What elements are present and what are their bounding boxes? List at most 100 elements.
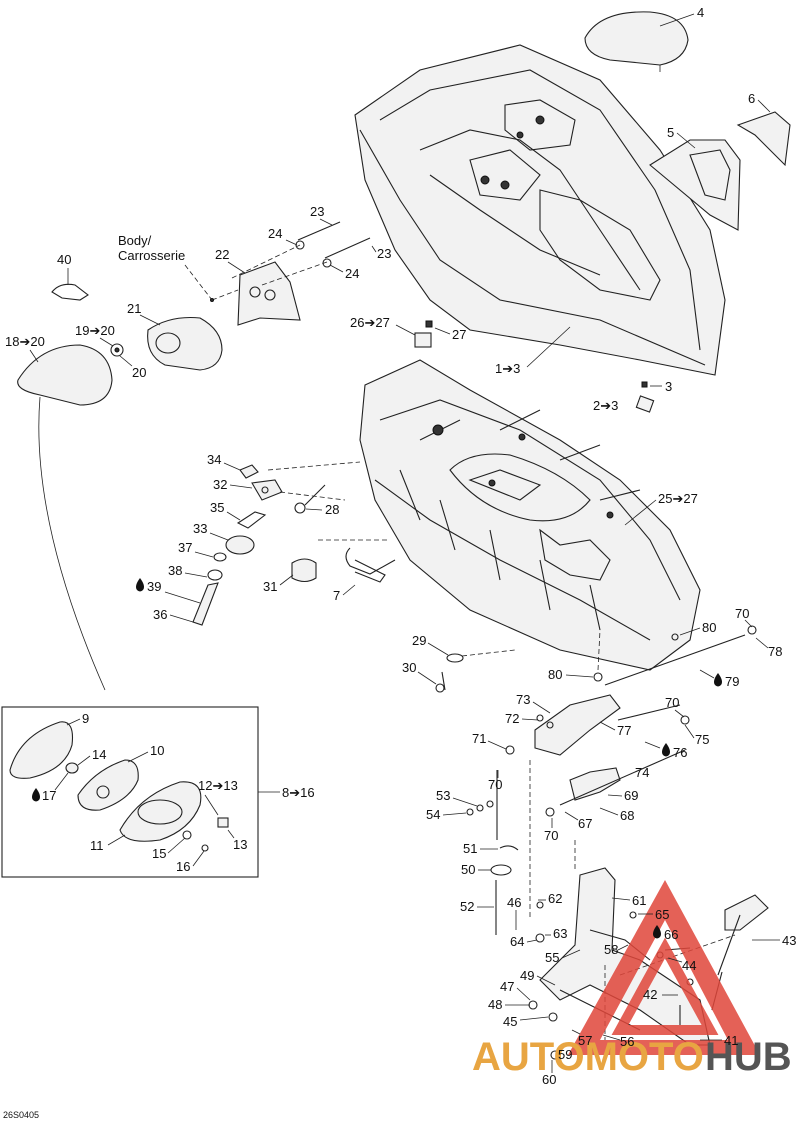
label-51: 51 [463, 841, 477, 856]
label-21: 21 [127, 301, 141, 316]
oil-drop-icon [32, 788, 40, 802]
label-44: 44 [682, 958, 696, 973]
bolt-parts-29-30 [435, 649, 516, 693]
body-label-line1: Body/ [118, 233, 152, 248]
label-16: 16 [176, 859, 190, 874]
label-70b: 70 [665, 695, 679, 710]
label-67: 67 [578, 816, 592, 831]
label-54: 54 [426, 807, 440, 822]
label-32: 32 [213, 477, 227, 492]
label-76: 76 [673, 745, 687, 760]
label-12-13: 12➔13 [198, 778, 238, 793]
label-77: 77 [617, 723, 631, 738]
label-1-3: 1➔3 [495, 361, 520, 376]
label-63: 63 [553, 926, 567, 941]
nut-part-26 [414, 320, 433, 348]
label-17: 17 [42, 788, 56, 803]
label-13: 13 [233, 837, 247, 852]
oil-drop-icon [714, 673, 722, 687]
cover-part-4 [584, 11, 689, 72]
part-number-labels: 1➔3 2➔3 3 4 5 6 7 8➔16 9 10 11 12➔13 13 … [5, 5, 796, 1087]
label-52: 52 [460, 899, 474, 914]
label-28: 28 [325, 502, 339, 517]
label-11: 11 [90, 838, 104, 853]
nut-part-2-3 [635, 381, 655, 413]
label-56: 56 [620, 1034, 634, 1049]
label-75: 75 [695, 732, 709, 747]
label-22: 22 [215, 247, 229, 262]
label-64: 64 [510, 934, 524, 949]
label-23b: 23 [377, 246, 391, 261]
label-80a: 80 [702, 620, 716, 635]
label-25-27: 25➔27 [658, 491, 698, 506]
watermark-logo [568, 880, 760, 1055]
label-50: 50 [461, 862, 475, 877]
body-cover-part [354, 44, 726, 376]
label-27: 27 [452, 327, 466, 342]
label-38: 38 [168, 563, 182, 578]
label-5: 5 [667, 125, 674, 140]
storage-bin-structure [359, 359, 701, 671]
label-73: 73 [516, 692, 530, 707]
label-14: 14 [92, 747, 106, 762]
label-65: 65 [655, 907, 669, 922]
mirror-assembly-left [17, 221, 371, 691]
label-3: 3 [665, 379, 672, 394]
label-48: 48 [488, 997, 502, 1012]
label-70a: 70 [735, 606, 749, 621]
label-53: 53 [436, 788, 450, 803]
label-49: 49 [520, 968, 534, 983]
trim-part-6 [736, 111, 791, 167]
label-62: 62 [548, 891, 562, 906]
label-70d: 70 [544, 828, 558, 843]
label-47: 47 [500, 979, 514, 994]
label-24b: 24 [345, 266, 359, 281]
label-23a: 23 [310, 204, 324, 219]
label-66: 66 [664, 927, 678, 942]
label-10: 10 [150, 743, 164, 758]
label-30: 30 [402, 660, 416, 675]
label-80b: 80 [548, 667, 562, 682]
label-19-20: 19➔20 [75, 323, 115, 338]
label-39: 39 [147, 579, 161, 594]
label-8-16: 8➔16 [282, 785, 315, 800]
oil-drop-icon [136, 578, 144, 592]
label-29: 29 [412, 633, 426, 648]
oil-drop-icon [653, 925, 661, 939]
label-68: 68 [620, 808, 634, 823]
label-7: 7 [333, 588, 340, 603]
label-69: 69 [624, 788, 638, 803]
label-18-20: 18➔20 [5, 334, 45, 349]
label-59: 59 [558, 1047, 572, 1062]
inset-mirror-assembly [1, 706, 280, 878]
oil-drop-icon [662, 743, 670, 757]
label-58: 58 [604, 942, 618, 957]
label-26-27: 26➔27 [350, 315, 390, 330]
label-4: 4 [697, 5, 704, 20]
label-9: 9 [82, 711, 89, 726]
label-2-3: 2➔3 [593, 398, 618, 413]
label-70c: 70 [488, 777, 502, 792]
label-36: 36 [153, 607, 167, 622]
label-40: 40 [57, 252, 71, 267]
label-31: 31 [263, 579, 277, 594]
watermark-text-part1: AUTOMOTO [472, 1035, 704, 1079]
label-57: 57 [578, 1033, 592, 1048]
label-61: 61 [632, 893, 646, 908]
label-72: 72 [505, 711, 519, 726]
trim-part-5 [649, 139, 741, 231]
label-60: 60 [542, 1072, 556, 1087]
body-label-line2: Carrosserie [118, 248, 185, 263]
label-37: 37 [178, 540, 192, 555]
label-20: 20 [132, 365, 146, 380]
latch-assembly-parts [192, 461, 396, 626]
label-55: 55 [545, 950, 559, 965]
label-33: 33 [193, 521, 207, 536]
label-34: 34 [207, 452, 221, 467]
label-15: 15 [152, 846, 166, 861]
watermark-text-part2: HUB [705, 1035, 792, 1079]
label-78: 78 [768, 644, 782, 659]
label-42: 42 [643, 987, 657, 1002]
label-79: 79 [725, 674, 739, 689]
